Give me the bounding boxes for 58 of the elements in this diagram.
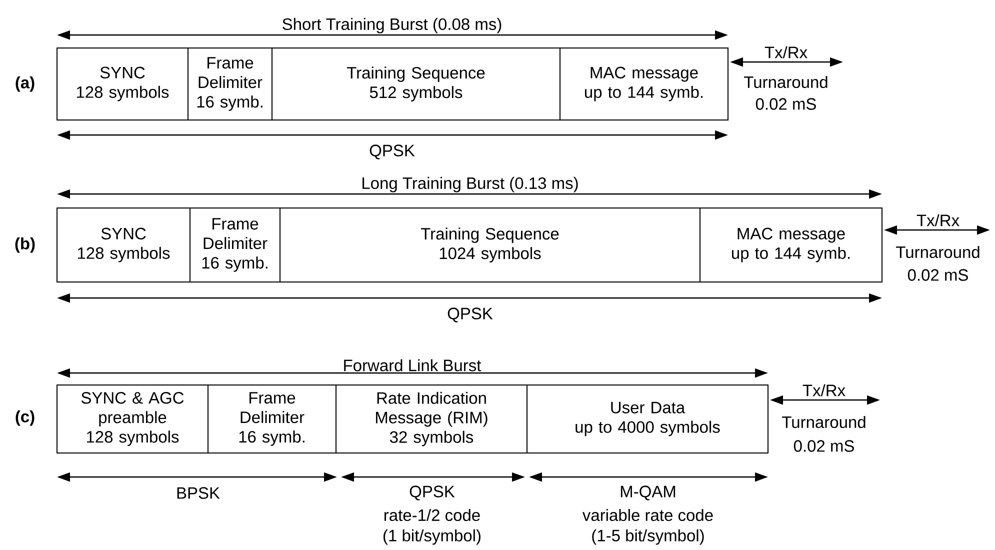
field-box [56, 208, 190, 282]
node-label: 512 symbols [370, 86, 462, 102]
node-label: 128 symbols [76, 86, 169, 102]
panel-letter: (b) [15, 237, 35, 253]
node-label: 16 symb. [239, 430, 304, 446]
node-label: 32 symbols [390, 430, 474, 446]
node-label: Frame Delimiter [204, 218, 268, 250]
field-box [56, 384, 208, 454]
node-label: SYNC [101, 228, 146, 240]
code-rate-label: rate-1/2 code [384, 508, 480, 522]
node-label: Frame Delimiter [198, 57, 262, 88]
field-box [700, 208, 882, 282]
field-box [188, 48, 272, 120]
modulation-label: M-QAM [620, 486, 676, 500]
modulation-label: QPSK [410, 486, 455, 500]
field-box [526, 384, 768, 454]
node-label: MAC message [590, 66, 698, 82]
panel-letter: (c) [16, 410, 34, 426]
burst-label: Forward Link Burst [344, 359, 482, 372]
turnaround-label: Tx/Rx [764, 46, 808, 58]
node-label: MAC message [738, 228, 845, 243]
panel-letter: (a) [16, 76, 34, 92]
node-label: up to 4000 symbols [576, 420, 720, 436]
node-label: 128 symbols [78, 246, 170, 262]
field-box [336, 384, 528, 454]
turnaround-label: 0.02 mS [756, 98, 816, 110]
burst-label: Short Training Burst (0.08 ms) [282, 18, 502, 34]
turnaround-label: Tx/Rx [916, 214, 960, 226]
field-box [208, 384, 336, 454]
code-rate-label: (1-5 bit/symbol) [592, 529, 704, 545]
turnaround-label: Turnaround [744, 76, 828, 88]
node-label: Training Sequence [420, 228, 559, 243]
node-label: Rate Indication Message (RIM) [376, 392, 488, 427]
turnaround-label: 0.02 mS [794, 440, 854, 452]
turnaround-label: Tx/Rx [802, 384, 846, 396]
node-label: 16 symb. [197, 96, 262, 111]
turnaround-label: 0.02 mS [908, 269, 968, 281]
node-label: User Data [611, 402, 686, 414]
burst-label: Long Training Burst (0.13 ms) [362, 176, 578, 192]
node-label: SYNC & AGC preamble [81, 392, 184, 426]
field-box [280, 208, 700, 282]
modulation-label: QPSK [448, 308, 493, 322]
field-box [56, 48, 188, 120]
node-label: SYNC [100, 66, 145, 78]
node-label: Training Sequence [346, 66, 485, 82]
modulation-label: QPSK [370, 144, 415, 160]
code-rate-label: (1 bit/symbol) [384, 529, 480, 545]
field-box [560, 48, 728, 120]
node-label: 16 symb. [202, 256, 268, 272]
code-rate-label: variable rate code [582, 508, 713, 522]
modulation-label: BPSK [177, 487, 220, 499]
node-label: Frame Delimiter [240, 392, 304, 424]
node-label: 1024 symbols [440, 247, 541, 262]
node-label: 128 symbols [86, 430, 179, 446]
field-box [190, 208, 280, 282]
field-box [272, 48, 560, 120]
node-label: up to 144 symb. [585, 86, 703, 102]
node-label: up to 144 symb. [732, 246, 850, 262]
